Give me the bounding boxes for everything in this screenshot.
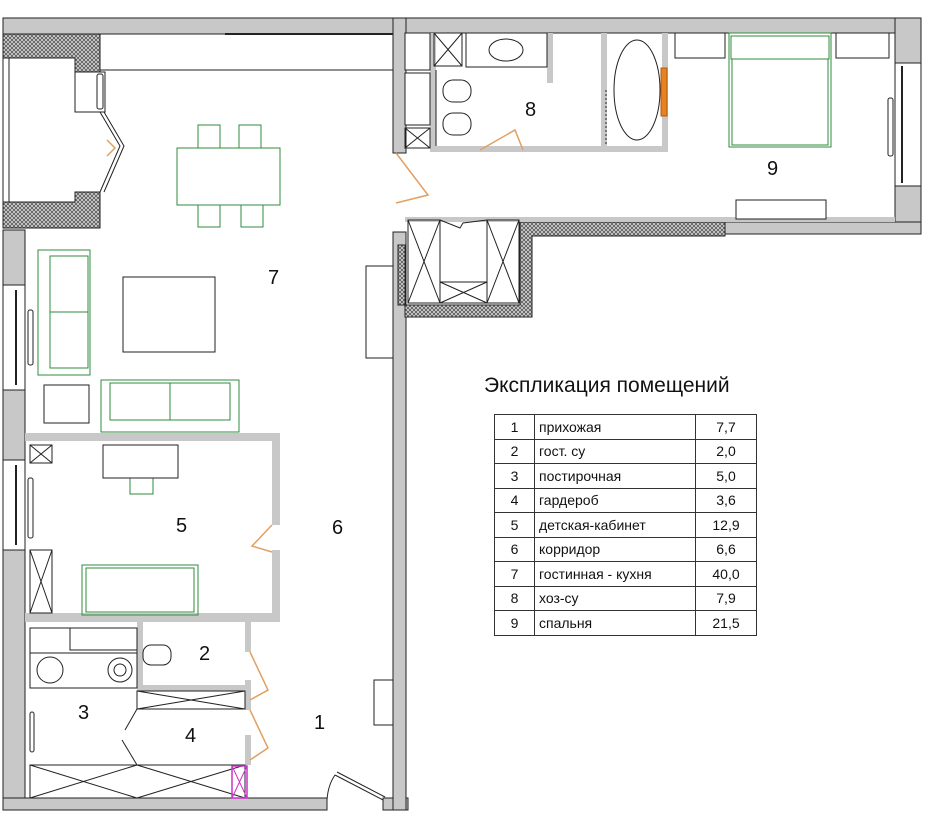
room-number: 5 [494,512,535,538]
room-label-6: 6 [332,517,344,539]
room-area: 12,9 [695,512,757,538]
room-number: 8 [494,585,535,611]
room-name: постирочная [534,463,696,489]
ventilation-shaft [231,765,248,799]
radiator [660,67,668,117]
room-name: корридор [534,536,696,562]
room-area: 21,5 [695,610,757,636]
room-label-7: 7 [268,267,280,289]
room-number: 1 [494,414,535,440]
room-number: 3 [494,463,535,489]
balcony-walls [2,33,101,229]
room-name: гост. су [534,438,696,464]
balcony-area [99,33,393,193]
room-area: 3,6 [695,487,757,513]
room-name: спальня [534,610,696,636]
room-number: 9 [494,610,535,636]
room-name: детская-кабинет [534,512,696,538]
room-label-1: 1 [314,712,326,734]
room-number: 7 [494,561,535,587]
room-label-4: 4 [185,725,197,747]
room-number: 4 [494,487,535,513]
room-area: 5,0 [695,463,757,489]
room-area: 6,6 [695,536,757,562]
room-area: 2,0 [695,438,757,464]
room-area: 7,9 [695,585,757,611]
room-label-5: 5 [176,515,188,537]
entrance-door [326,771,386,801]
room-label-8: 8 [525,99,537,121]
room-area: 40,0 [695,561,757,587]
room-name: гардероб [534,487,696,513]
structural-wall [397,221,726,318]
closets [29,32,520,799]
furniture-outline [29,32,890,799]
legend-title: Экспликация помещений [484,374,730,397]
room-name: хоз-су [534,585,696,611]
windows [2,62,922,551]
room-label-2: 2 [199,643,211,665]
furniture-green [37,32,832,616]
ventilation-shaft-cross [231,765,248,799]
exterior-walls [2,17,922,811]
room-number: 2 [494,438,535,464]
room-label-9: 9 [767,158,779,180]
room-area: 7,7 [695,414,757,440]
room-name: прихожая [534,414,696,440]
doors [106,128,524,761]
room-name: гостинная - кухня [534,561,696,587]
room-number: 6 [494,536,535,562]
room-label-3: 3 [78,702,90,724]
